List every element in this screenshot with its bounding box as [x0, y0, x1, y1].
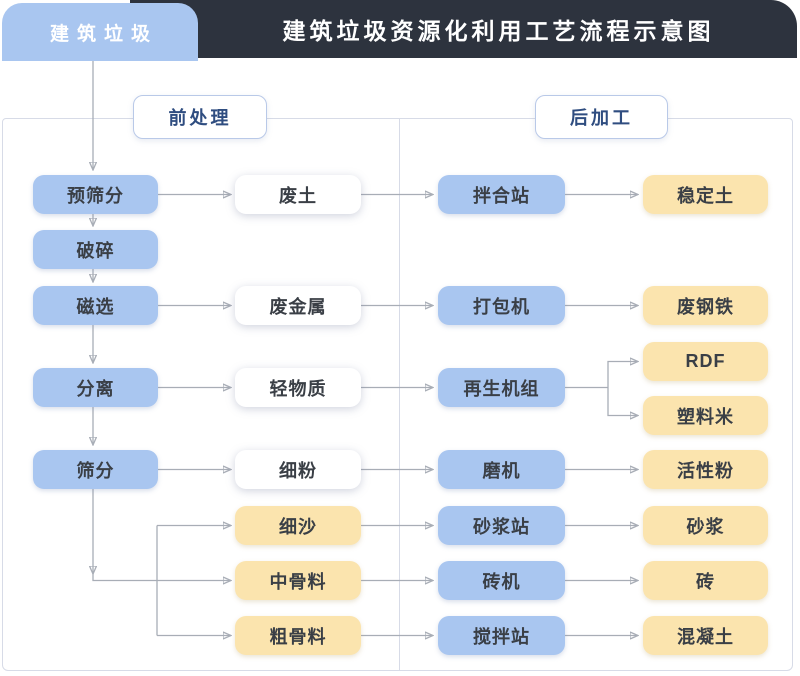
- edge-zaishengjizu-suliaomi: [607, 387, 638, 416]
- edge-shaifen-zhongguliao: [92, 574, 231, 581]
- node-yushaifen: 预筛分: [33, 175, 158, 214]
- node-banhezhan: 拌合站: [438, 175, 565, 214]
- node-shajiang: 砂浆: [643, 506, 768, 545]
- node-xisha: 细沙: [235, 506, 361, 545]
- section-label-postprocessing: 后加工: [535, 95, 668, 139]
- node-wendingtu: 稳定土: [643, 175, 768, 214]
- node-jiaobanzhan: 搅拌站: [438, 616, 565, 655]
- source-tab: 建筑垃圾: [2, 3, 198, 61]
- node-huoxingfen: 活性粉: [643, 450, 768, 489]
- node-xifen: 细粉: [235, 450, 361, 489]
- node-cuguliao: 粗骨料: [235, 616, 361, 655]
- node-rdf: RDF: [643, 342, 768, 381]
- node-feijinshu: 废金属: [235, 286, 361, 325]
- diagram-title: 建筑垃圾资源化利用工艺流程示意图: [282, 18, 715, 44]
- edge-zaishengjizu-rdf: [607, 362, 638, 388]
- section-label-preprocessing: 前处理: [133, 95, 267, 139]
- node-posui: 破碎: [33, 230, 158, 269]
- node-shajiangzhan: 砂浆站: [438, 506, 565, 545]
- node-shaifen: 筛分: [33, 450, 158, 489]
- node-cixuan: 磁选: [33, 286, 158, 325]
- node-zhongguliao: 中骨料: [235, 561, 361, 600]
- node-zhuanji: 砖机: [438, 561, 565, 600]
- node-suliaomi: 塑料米: [643, 396, 768, 435]
- node-fenli: 分离: [33, 368, 158, 407]
- node-qingwuzhi: 轻物质: [235, 368, 361, 407]
- header-bar: 建筑垃圾资源化利用工艺流程示意图: [130, 0, 797, 58]
- node-zhuan: 砖: [643, 561, 768, 600]
- panel-divider: [399, 118, 400, 671]
- node-zaishengjizu: 再生机组: [438, 368, 565, 407]
- node-moji: 磨机: [438, 450, 565, 489]
- node-feigangtie: 废钢铁: [643, 286, 768, 325]
- node-feitu: 废土: [235, 175, 361, 214]
- node-dabaoji: 打包机: [438, 286, 565, 325]
- source-tab-label: 建筑垃圾: [49, 23, 158, 45]
- node-hunningtu: 混凝土: [643, 616, 768, 655]
